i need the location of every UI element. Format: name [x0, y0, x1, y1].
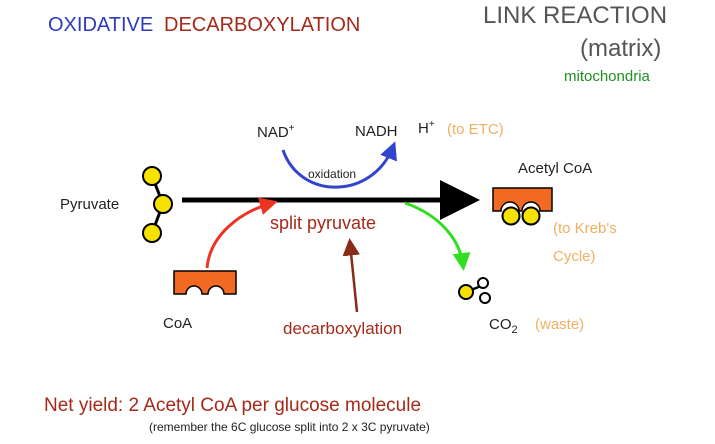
co2-subscript: 2	[511, 324, 518, 336]
co-text: CO	[489, 316, 512, 333]
title-oxidative: OXIDATIVE	[48, 14, 154, 36]
acetyl-coa-molecule	[492, 187, 553, 226]
h-label: H+	[418, 119, 435, 137]
nad-superscript: +	[288, 123, 295, 134]
coa-arrow	[205, 197, 278, 269]
h-text: H	[418, 120, 429, 137]
title-decarboxylation: DECARBOXYLATION	[164, 14, 361, 36]
to-etc-label: (to ETC)	[447, 121, 504, 138]
to-krebs-label-line1: (to Kreb's	[553, 220, 617, 237]
title-matrix: (matrix)	[580, 35, 662, 62]
net-yield-note: (remember the 6C glucose split into 2 x …	[149, 420, 430, 434]
decarboxylation-arrow	[342, 238, 360, 313]
co2-molecule	[458, 277, 491, 304]
title-link-reaction: LINK REACTION	[483, 2, 668, 29]
to-krebs-label-line2: Cycle)	[553, 248, 596, 265]
title-mitochondria: mitochondria	[564, 68, 650, 85]
waste-label: (waste)	[535, 316, 585, 333]
acetyl-coa-label: Acetyl CoA	[518, 160, 593, 177]
oxidation-arrow	[281, 141, 397, 189]
h-superscript: +	[428, 119, 435, 130]
pyruvate-molecule	[142, 166, 173, 243]
decarboxylation-label: decarboxylation	[283, 319, 403, 338]
split-pyruvate-label: split pyruvate	[270, 213, 377, 233]
nad-text: NAD	[257, 124, 289, 141]
net-yield-text: Net yield: 2 Acetyl CoA per glucose mole…	[44, 395, 422, 416]
coa-block	[173, 270, 237, 295]
pyruvate-label: Pyruvate	[60, 196, 120, 213]
nadh-label: NADH	[355, 123, 398, 140]
coa-label: CoA	[163, 315, 193, 332]
oxidation-label: oxidation	[308, 167, 357, 181]
co2-label: CO2	[489, 317, 518, 336]
co2-arrow	[404, 201, 471, 271]
nad-label: NAD+	[257, 123, 295, 141]
